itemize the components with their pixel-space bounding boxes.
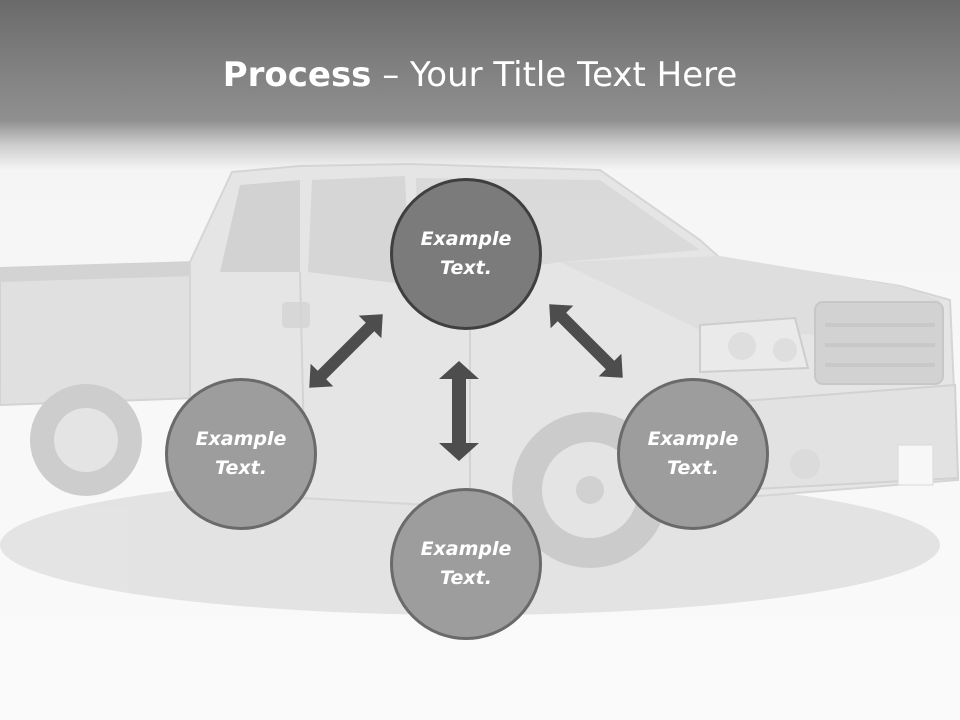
process-node-right: Example Text. xyxy=(617,378,769,530)
process-node-bottom: Example Text. xyxy=(390,488,542,640)
pickup-truck-image xyxy=(0,162,960,615)
process-node-left: Example Text. xyxy=(165,378,317,530)
page-title: Process – Your Title Text Here xyxy=(0,52,960,98)
node-text: Example Text. xyxy=(420,538,512,589)
title-bold: Process xyxy=(222,55,372,95)
title-rest: – Your Title Text Here xyxy=(371,55,738,95)
node-text: Example Text. xyxy=(195,428,287,479)
double-arrow-icon xyxy=(309,304,623,461)
node-text: Example Text. xyxy=(420,228,512,279)
header-band xyxy=(0,0,960,170)
node-text: Example Text. xyxy=(647,428,739,479)
process-node-top: Example Text. xyxy=(390,178,542,330)
